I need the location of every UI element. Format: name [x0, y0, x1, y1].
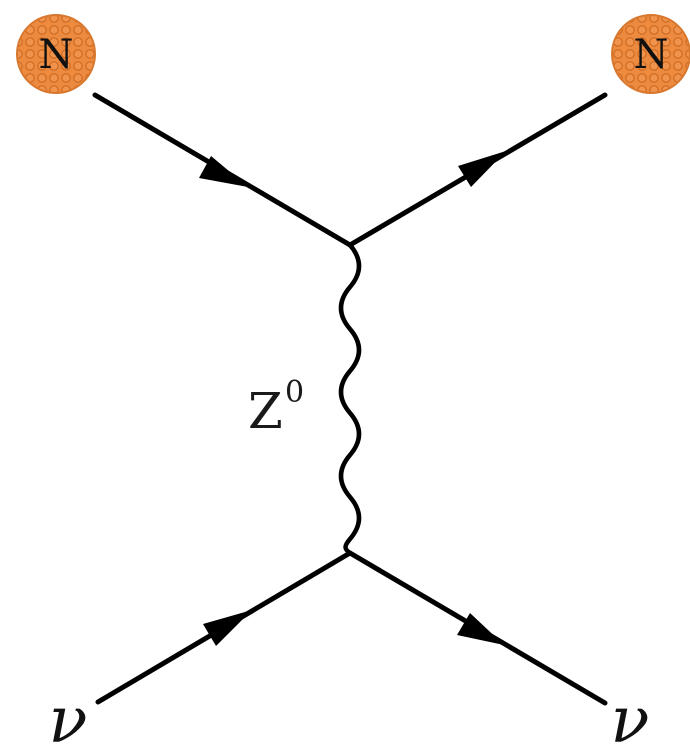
outgoing-nucleus-blob: [611, 14, 690, 94]
incoming-neutrino-arrow: [203, 610, 252, 646]
z-boson-propagator: [338, 242, 362, 556]
incoming-nucleus-arrow: [199, 156, 248, 187]
incoming-nucleus-blob: [16, 14, 96, 94]
propagator-superscript: 0: [285, 375, 304, 410]
outgoing-nucleus-arrow: [458, 151, 506, 187]
outgoing-nucleus-label: N: [634, 32, 669, 78]
incoming-neutrino-label: ν: [49, 684, 88, 753]
incoming-nucleus-label: N: [39, 32, 74, 78]
outgoing-neutrino-arrow: [457, 613, 504, 645]
propagator-label: Z: [248, 382, 283, 440]
outgoing-neutrino-label: ν: [611, 684, 650, 753]
